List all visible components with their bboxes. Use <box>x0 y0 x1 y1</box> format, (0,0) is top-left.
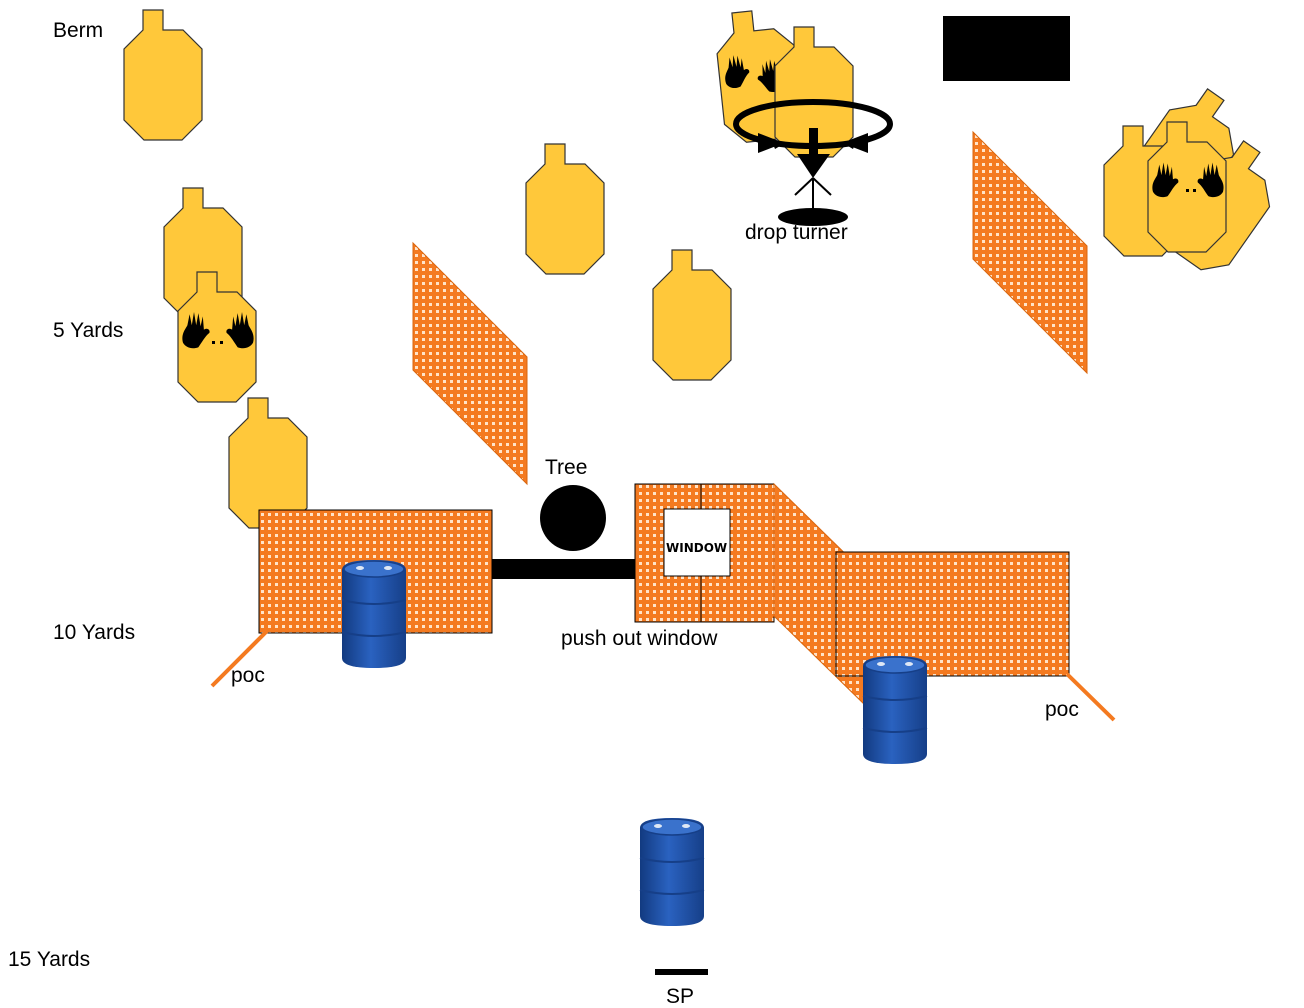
mesh-wall-diagonal-right <box>972 130 1088 375</box>
connecting-bar <box>492 559 635 579</box>
label-push-out-window: push out window <box>561 627 718 650</box>
window-opening <box>663 508 731 577</box>
mesh-wall-diagonal-left <box>412 241 528 486</box>
barrel-left <box>341 559 407 669</box>
black-block <box>943 16 1070 81</box>
start-position-marker <box>655 969 708 975</box>
label-berm: Berm <box>53 19 104 42</box>
label-poc-right: poc <box>1045 698 1079 721</box>
target-berm-left <box>123 9 203 141</box>
barrel-right <box>862 655 928 765</box>
label-drop-turner: drop turner <box>745 221 848 244</box>
label-start-position: SP <box>666 985 695 1008</box>
target-center-upper <box>525 143 605 275</box>
barrel-start <box>639 817 705 927</box>
label-5-yards: 5 Yards <box>53 319 124 342</box>
mesh-wall-right <box>835 551 1070 677</box>
target-lower-left <box>228 397 308 529</box>
drop-turner-mechanism <box>733 99 893 226</box>
label-window: WINDOW <box>666 541 728 555</box>
label-tree: Tree <box>545 456 588 479</box>
poc-line-right <box>1065 672 1116 722</box>
label-10-yards: 10 Yards <box>53 621 136 644</box>
label-15-yards: 15 Yards <box>8 948 91 971</box>
no-shoot-target-left <box>177 271 257 403</box>
target-cluster-right <box>1103 77 1293 282</box>
poc-line-left <box>210 628 270 688</box>
target-center-lower <box>652 249 732 381</box>
label-poc-left: poc <box>231 664 265 687</box>
tree <box>540 485 606 551</box>
